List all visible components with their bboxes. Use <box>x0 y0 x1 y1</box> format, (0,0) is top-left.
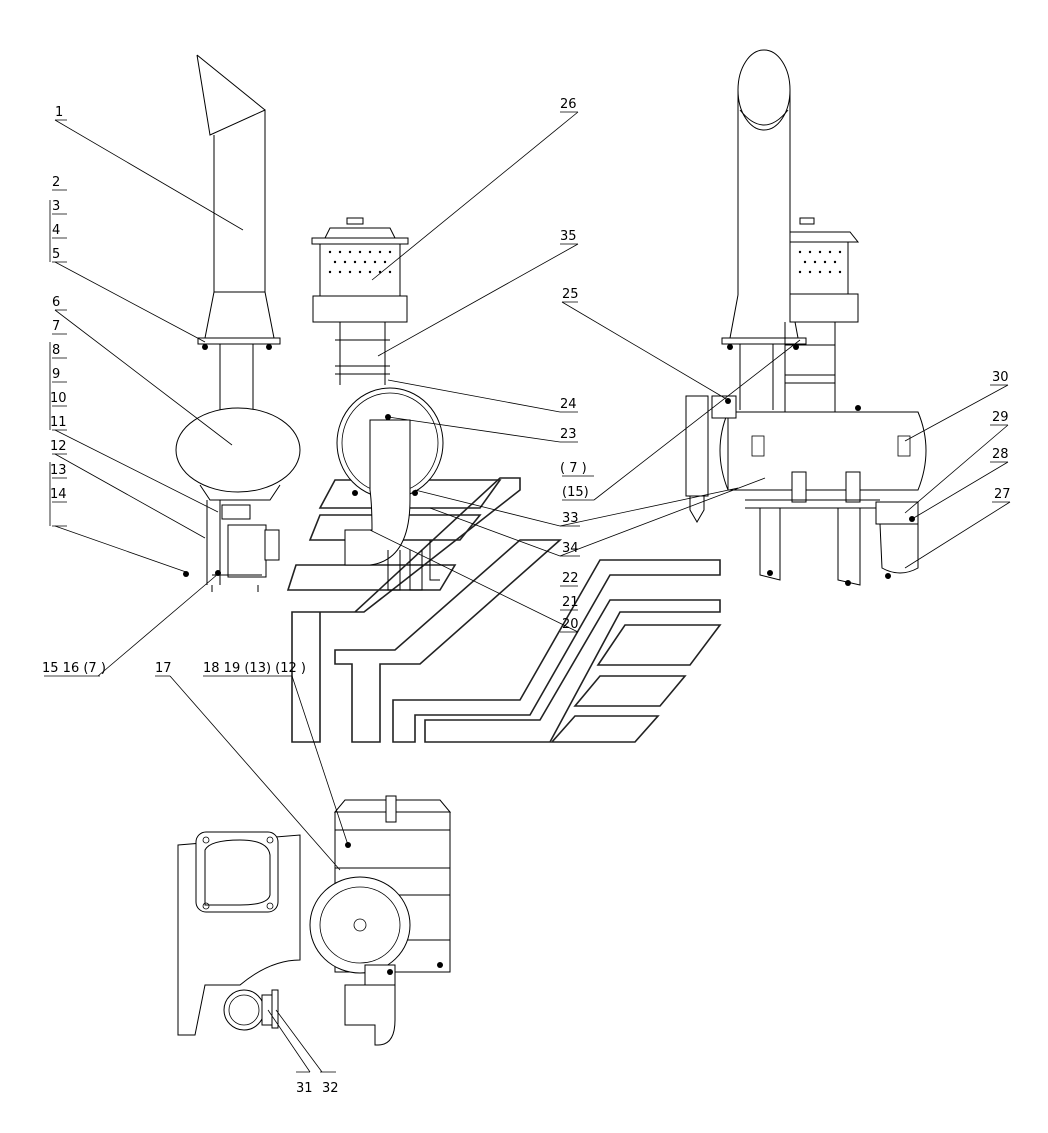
callout-13: 13 <box>50 463 67 478</box>
stack-taper <box>204 291 275 339</box>
middle-air-cleaner <box>311 217 444 591</box>
callout-14: 14 <box>50 487 67 502</box>
callout-12: 12 <box>50 439 67 454</box>
callout-10: 10 <box>50 391 67 406</box>
precleaner-cap <box>311 217 409 245</box>
muffler-body <box>175 407 301 493</box>
callout-6: 6 <box>52 295 60 310</box>
callout-7: 7 <box>52 319 60 334</box>
callout-30: 30 <box>992 370 1009 385</box>
callout-8: 8 <box>52 343 60 358</box>
right-precleaner-holes <box>798 250 842 274</box>
callout-20: 20 <box>562 617 579 632</box>
left-side-view <box>175 54 301 592</box>
callout-27: 27 <box>994 487 1011 502</box>
bottom-center-view <box>309 795 452 1046</box>
callout-23: 23 <box>560 427 577 442</box>
callout-31: 31 <box>296 1081 313 1096</box>
callout-29: 29 <box>992 410 1009 425</box>
callout-17: 17 <box>155 661 172 676</box>
mounting-plate <box>177 834 301 1036</box>
callout-5: 5 <box>52 247 60 262</box>
part-callouts: 1 2 3 4 5 6 7 8 9 10 11 12 13 14 15 16 (… <box>42 97 1011 1096</box>
bottom-left-view <box>177 831 301 1036</box>
callout-21: 21 <box>562 595 579 610</box>
callout-25: 25 <box>562 287 579 302</box>
callout-9: 9 <box>52 367 60 382</box>
callout-15-16: 15 16 (7 ) <box>42 661 106 676</box>
callout-1: 1 <box>55 105 63 120</box>
callout-p7: ( 7 ) <box>560 461 587 476</box>
callout-3: 3 <box>52 199 60 214</box>
right-muffler <box>727 411 927 491</box>
callout-18-19: 18 19 (13) (12 ) <box>203 661 306 676</box>
callout-35: 35 <box>560 229 577 244</box>
callout-11: 11 <box>50 415 67 430</box>
leader-lines <box>44 111 1011 1073</box>
outlet-elbow <box>344 419 411 566</box>
callout-28: 28 <box>992 447 1009 462</box>
callout-32: 32 <box>322 1081 339 1096</box>
callout-2: 2 <box>52 175 60 190</box>
callout-p15: (15) <box>562 485 589 500</box>
callout-24: 24 <box>560 397 577 412</box>
callout-22: 22 <box>562 571 579 586</box>
exhaust-stack <box>196 54 266 293</box>
watermark-logo <box>286 477 722 743</box>
top-view-housing <box>309 876 411 974</box>
precleaner-holes <box>328 250 392 274</box>
right-front-view <box>685 49 927 586</box>
callout-33: 33 <box>562 511 579 526</box>
callout-4: 4 <box>52 223 60 238</box>
callout-26: 26 <box>560 97 577 112</box>
callout-34: 34 <box>562 541 579 556</box>
